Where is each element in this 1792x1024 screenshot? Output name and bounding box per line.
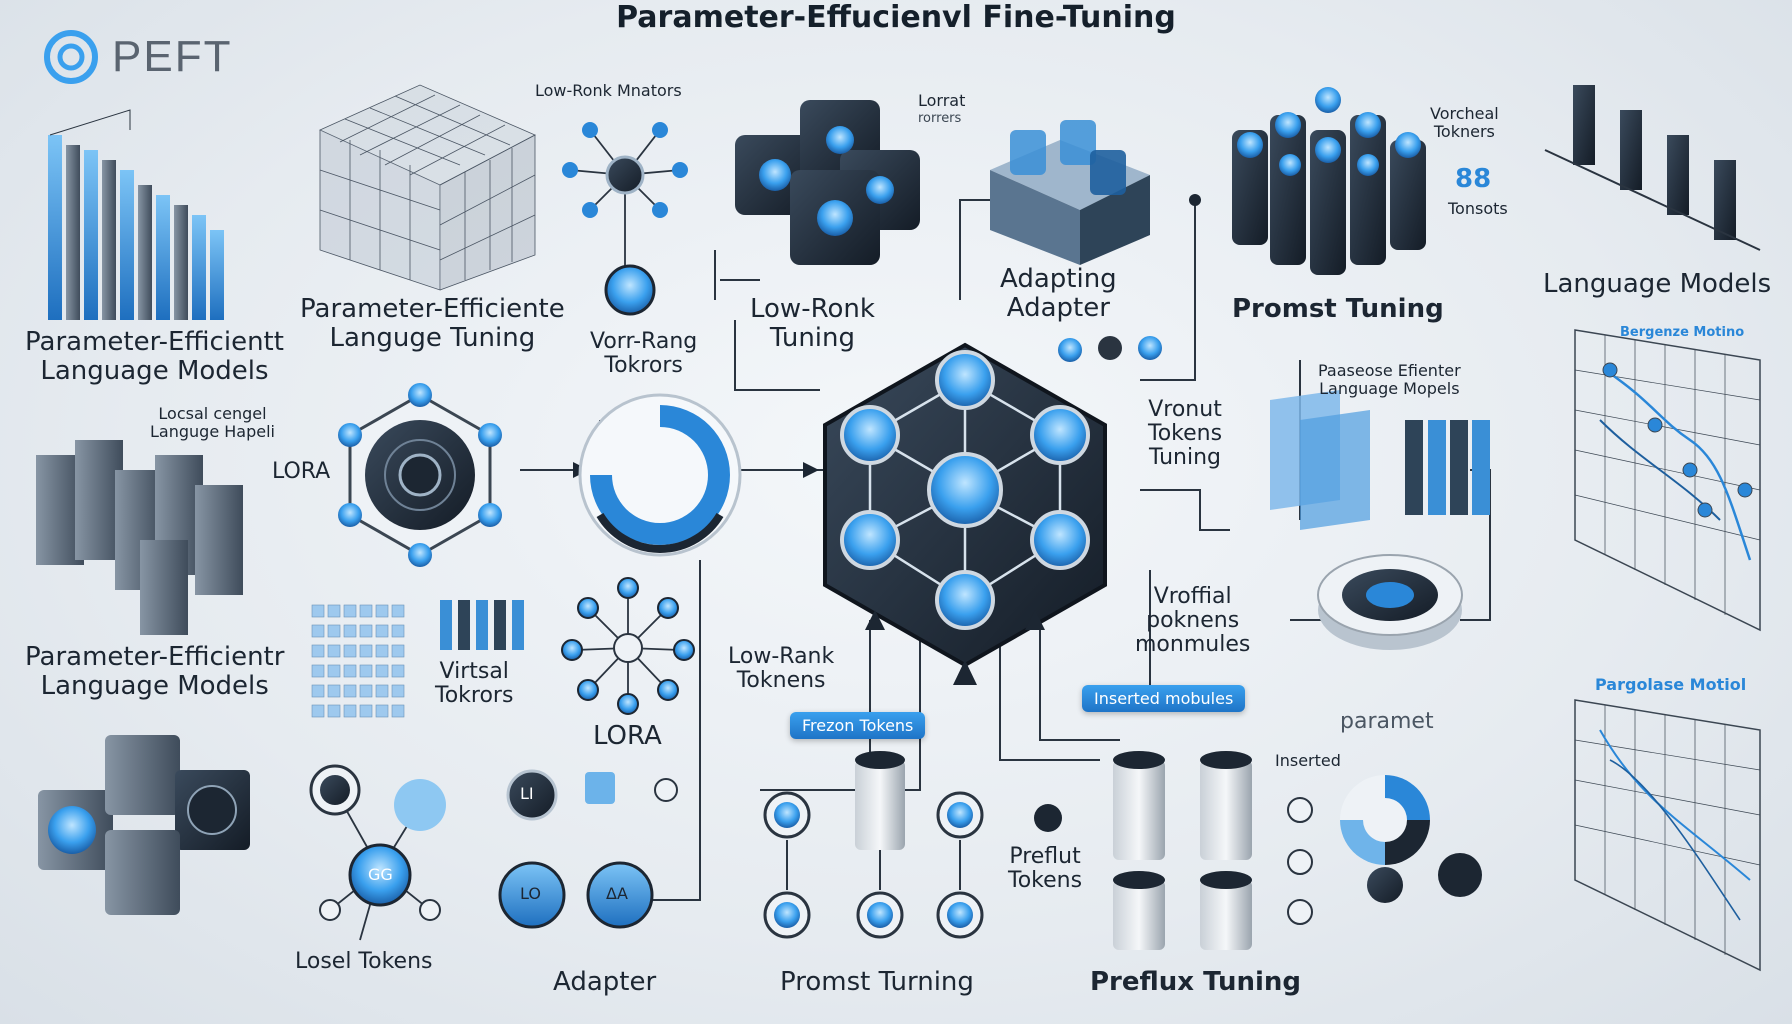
wireframe-cube-icon bbox=[319, 84, 536, 291]
label-vroffial-poknens: Vroffial poknens monmules bbox=[1135, 584, 1251, 658]
label-preflut-tokens: Preflut Tokens bbox=[1008, 844, 1083, 894]
dark-cube-cluster-icon bbox=[735, 100, 920, 265]
vertical-token-cylinders-icon bbox=[1232, 87, 1426, 275]
label-pe-language-models-2: Parameter-Efficientr Language Models bbox=[25, 642, 285, 701]
label-loosel-tokens: Losel Tokens bbox=[295, 949, 433, 974]
node-label-li: LI bbox=[520, 784, 534, 803]
label-parameter-right: paramet bbox=[1340, 709, 1434, 734]
label-virtsal-toknors: Virtsal Tokrors bbox=[435, 659, 514, 709]
label-low-rank-toknens: Low-Rank Toknens bbox=[728, 644, 835, 694]
scanner-disk-icon bbox=[1317, 554, 1463, 650]
grey-block-cluster-icon bbox=[36, 440, 243, 635]
node-label-da: ΔA bbox=[606, 884, 628, 903]
blue-panels-icon bbox=[1270, 390, 1490, 530]
label-tonsots: Tonsots bbox=[1448, 199, 1508, 218]
inserted-modules-badge: Inserted mobules bbox=[1082, 685, 1246, 712]
line-plot-top-icon bbox=[1574, 329, 1761, 632]
label-vorcheal-tokens: Vorcheal Tokners bbox=[1430, 104, 1499, 141]
label-pe-language-tuning: Parameter-Efficiente Languge Tuning bbox=[300, 294, 565, 353]
adapter-nodes-icon bbox=[498, 769, 678, 929]
label-promst-tuning-top: Promst Tuning bbox=[1232, 294, 1444, 324]
peft-logo-icon bbox=[44, 30, 98, 84]
label-inserted-small: Inserted bbox=[1275, 751, 1341, 770]
label-adapting-adapter: Adapting Adapter bbox=[1000, 264, 1117, 323]
label-low-ronk-tuning: Low-Ronk Tuning bbox=[750, 294, 875, 353]
label-pe-language-models-1: Parameter-Efficientt Language Models bbox=[25, 327, 284, 386]
circular-dial-icon bbox=[578, 393, 742, 557]
label-locsal-language: Locsal cengel Languge Hapeli bbox=[150, 404, 275, 441]
label-adapter-bottom: Adapter bbox=[553, 967, 657, 997]
ring-chart-icon bbox=[1340, 775, 1482, 903]
page-title: Parameter-Effucienvl Fine-Tuning bbox=[616, 0, 1176, 35]
label-lora-left: LORA bbox=[272, 459, 331, 484]
node-label-lo: LO bbox=[520, 884, 541, 903]
label-promst-tuning-bottom: Promst Turning bbox=[780, 967, 974, 997]
prefix-tuning-cylinders-icon bbox=[1034, 751, 1313, 950]
label-88: 88 bbox=[1455, 164, 1492, 194]
label-preflux-tuning: Preflux Tuning bbox=[1090, 967, 1302, 997]
label-language-models-right: Language Models bbox=[1543, 269, 1772, 299]
prompt-tuning-cylinders-icon bbox=[763, 751, 984, 939]
adapter-machine-icon bbox=[990, 120, 1201, 362]
neural-hub-icon bbox=[823, 342, 1107, 685]
bottom-cube-cluster-icon bbox=[38, 735, 250, 915]
label-lorrat-sub: rorrers bbox=[918, 111, 962, 126]
label-bergenze-motion: Bergenze Motino bbox=[1620, 325, 1745, 340]
virtual-token-bars-icon bbox=[440, 600, 524, 650]
bar-stack-icon bbox=[48, 109, 224, 320]
low-rank-hub-icon bbox=[562, 122, 688, 316]
lora-small-hub-icon bbox=[561, 577, 695, 715]
peft-logo: PEFT bbox=[44, 30, 232, 84]
logo-text: PEFT bbox=[112, 32, 233, 81]
label-lorrat: Lorrat bbox=[918, 91, 966, 110]
label-pargolase-motiol: Pargolase Motiol bbox=[1595, 675, 1747, 694]
lora-hex-wheel-icon bbox=[338, 383, 502, 567]
node-label-gg: GG bbox=[368, 865, 393, 884]
label-lora-mid: LORA bbox=[593, 721, 662, 751]
line-plot-bottom-icon bbox=[1574, 699, 1761, 972]
language-models-bars-icon bbox=[1544, 85, 1761, 251]
label-pe-language-mopels: Paaseose Efienter Language Mopels bbox=[1318, 361, 1461, 398]
label-vorr-rang: Vorr-Rang Tokrors bbox=[590, 329, 698, 379]
loosel-token-graph-icon bbox=[309, 764, 446, 941]
token-grid-icon bbox=[311, 604, 405, 718]
label-vronut-tokens: Vronut Tokens Tuning bbox=[1148, 397, 1223, 471]
frozen-tokens-badge: Frezon Tokens bbox=[790, 712, 926, 739]
label-low-ronk-mnators: Low-Ronk Mnators bbox=[535, 81, 682, 100]
